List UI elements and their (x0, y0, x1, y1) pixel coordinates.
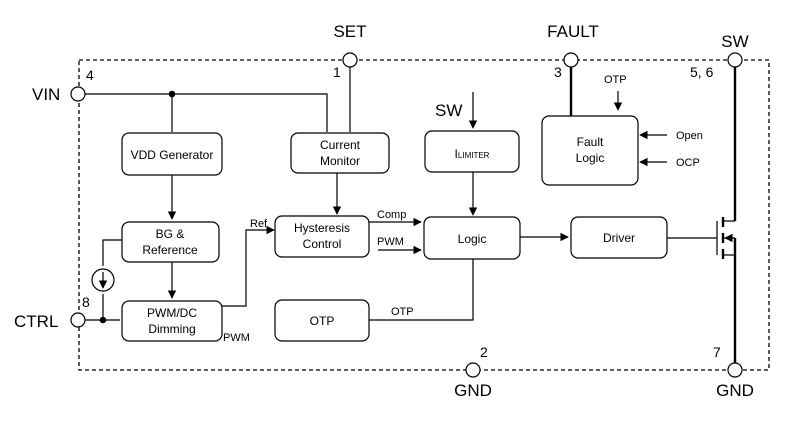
source-to-bg-wire (102, 239, 122, 266)
hysteresis-label-line1: Hysteresis (294, 221, 350, 235)
gnd-right-pin-label: GND (716, 381, 754, 400)
sw-terminal (727, 52, 743, 68)
fault-logic-block (541, 115, 639, 186)
bg-reference-label-line1: BG & (156, 227, 185, 241)
mosfet-icon (716, 217, 735, 259)
gnd-mid-terminal (465, 362, 481, 378)
logic-label: Logic (458, 232, 487, 246)
otp-to-logic-wire (369, 259, 474, 321)
gnd-right-pin-number: 7 (713, 344, 721, 360)
vin-pin-label: VIN (32, 85, 60, 104)
sw-pin-number: 5, 6 (690, 64, 714, 80)
fault-pin-label: FAULT (547, 22, 599, 41)
current-source-icon (91, 268, 115, 292)
set-pin-number: 1 (333, 64, 341, 80)
fault-logic-label-line2: Logic (576, 151, 605, 165)
otp-out-label: OTP (391, 306, 414, 318)
current-monitor-label-line1: Current (320, 138, 361, 152)
vdd-generator-block (121, 132, 223, 176)
current-monitor-label-line2: Monitor (320, 154, 360, 168)
pwm-dc-label-line1: PWM/DC (147, 306, 197, 320)
sw-pin-label: SW (721, 32, 748, 51)
ctrl-terminal (70, 312, 86, 328)
ocp-label: OCP (676, 157, 700, 169)
ref-label: Ref (250, 218, 268, 230)
comp-label: Comp (377, 209, 406, 221)
bg-reference-block (121, 221, 220, 263)
hysteresis-control-block (274, 215, 370, 258)
ctrl-pin-label: CTRL (14, 312, 58, 331)
otp-block (274, 299, 370, 342)
otp-label: OTP (310, 314, 335, 328)
ilimiter-block (424, 130, 520, 173)
vin-pin-number: 4 (86, 67, 94, 83)
hysteresis-label-line2: Control (303, 237, 342, 251)
driver-block (570, 216, 668, 259)
vdd-generator-label: VDD Generator (131, 148, 214, 162)
sw-input-label: SW (435, 101, 462, 120)
otp-input-label: OTP (604, 74, 627, 86)
ctrl-pin-number: 8 (82, 294, 90, 310)
pwm-dc-dimming-block (121, 300, 223, 342)
ilimiter-label: ILIMITER (455, 147, 490, 161)
gnd-mid-pin-label: GND (454, 381, 492, 400)
pwm-out-label: PWM (223, 332, 250, 344)
vin-bus-wire (85, 93, 328, 132)
current-monitor-block (290, 132, 390, 174)
bg-reference-label-line2: Reference (142, 243, 198, 257)
fault-logic-label-line1: Fault (577, 135, 604, 149)
open-label: Open (676, 130, 703, 142)
set-terminal (342, 52, 358, 68)
gnd-mid-pin-number: 2 (480, 344, 488, 360)
pwm-logic-label: PWM (377, 236, 404, 248)
ref-wire (222, 225, 275, 307)
fault-pin-number: 3 (554, 64, 562, 80)
pwm-dc-label-line2: Dimming (148, 322, 195, 336)
ic-boundary (78, 59, 770, 371)
vin-terminal (70, 86, 86, 102)
gnd-right-terminal (727, 362, 743, 378)
driver-label: Driver (603, 231, 635, 245)
set-pin-label: SET (333, 22, 366, 41)
logic-block (423, 216, 521, 260)
fault-terminal (563, 52, 579, 68)
